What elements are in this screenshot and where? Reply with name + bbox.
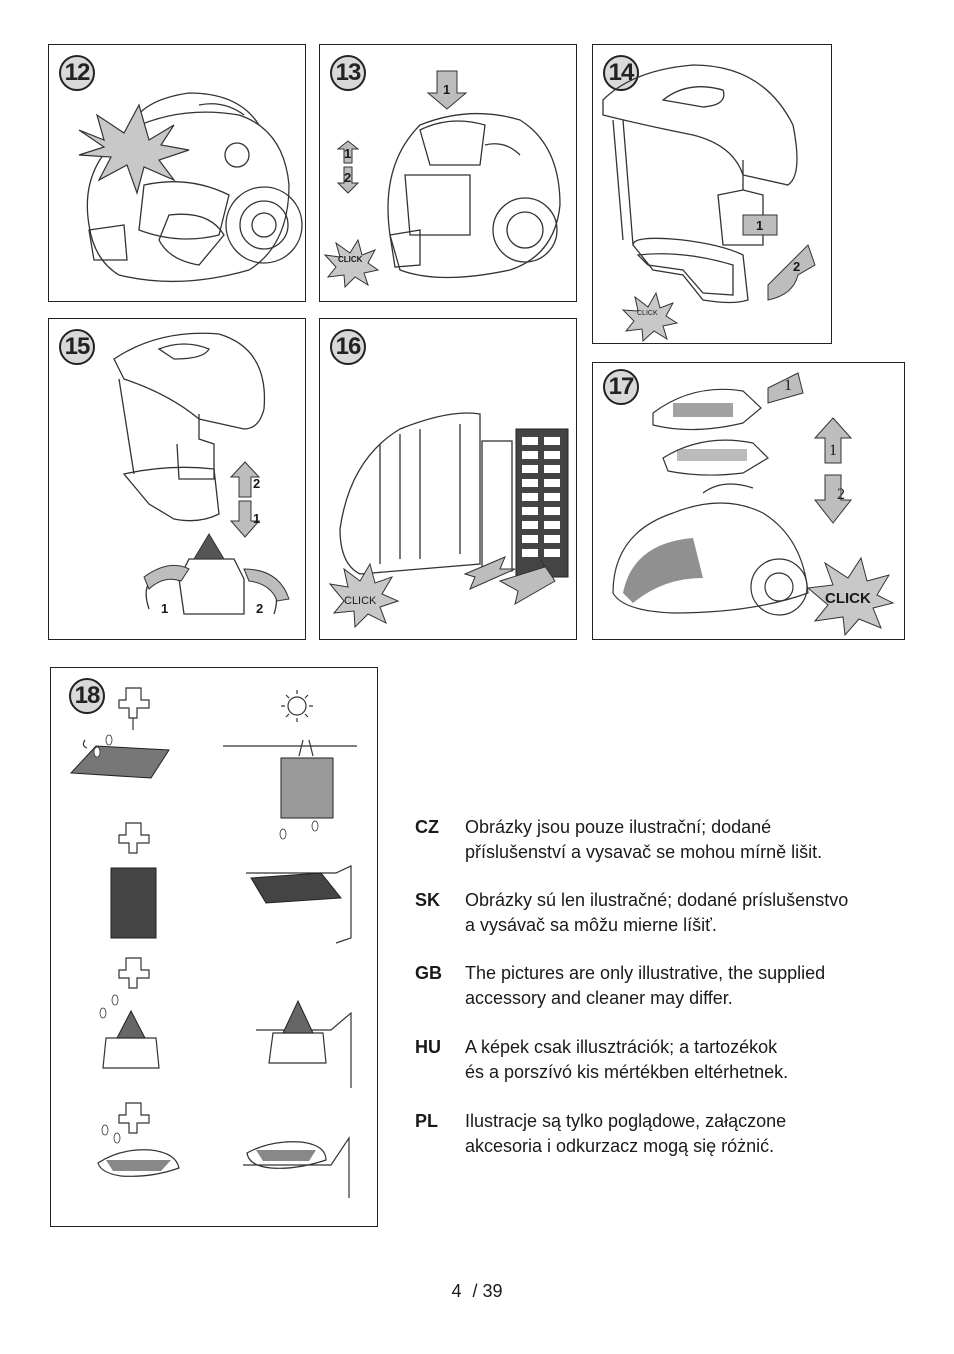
language-code: PL (415, 1111, 439, 1131)
step-17-label-up: 1 (829, 442, 837, 459)
step-18-badge: 18 (69, 678, 105, 714)
vacuum-remove-filter-illustration (602, 64, 816, 343)
note-line: és a porszívó kis mértékben eltérhetnek. (465, 1062, 789, 1082)
language-code: SK (415, 890, 441, 910)
page-current: 4 (451, 1281, 462, 1301)
vacuum-insert-container-illustration (323, 70, 561, 289)
step-14-panel: 14 1 2 CLICK (592, 44, 832, 344)
step-16-badge: 16 (330, 329, 366, 365)
language-code: GB (415, 963, 442, 983)
note-line: akcesoria i odkurzacz mogą się różnić. (465, 1136, 775, 1156)
step-13-click-label: CLICK (338, 255, 363, 264)
language-code: HU (415, 1037, 441, 1057)
step-18-panel: 18 (50, 667, 378, 1227)
step-14-badge: 14 (603, 55, 639, 91)
page-number: 4 / 39 (0, 1281, 954, 1302)
note-cz: CZ Obrázky jsou pouze ilustrační; dodané… (415, 815, 915, 867)
step-14-click-label: CLICK (637, 310, 658, 317)
page-total: 39 (482, 1281, 503, 1301)
step-16-panel: 16 CLICK (319, 318, 577, 640)
language-code: CZ (415, 817, 439, 837)
step-15-label-down: 1 (253, 511, 261, 526)
note-line: Ilustracje są tylko poglądowe, załączone (465, 1111, 787, 1131)
note-line: A képek csak illusztrációk; a tartozékok (465, 1037, 778, 1057)
note-line: Obrázky jsou pouze ilustrační; dodané (465, 817, 772, 837)
note-hu: HU A képek csak illusztrációk; a tartozé… (415, 1035, 915, 1087)
note-line: příslušenství a vysavač se mohou mírně l… (465, 842, 823, 862)
step-12-panel: 12 (48, 44, 306, 302)
step-15-label-up: 2 (253, 476, 261, 491)
note-text: Ilustracje są tylko poglądowe, załączone… (465, 1109, 915, 1159)
step-13-label-up: 1 (344, 146, 352, 161)
step-16-click-label: CLICK (344, 595, 377, 607)
vacuum-open-lid-illustration (78, 92, 303, 283)
step-17-label-1: 1 (784, 377, 792, 394)
step-17-panel: 17 1 1 2 CLICK (592, 362, 905, 640)
vacuum-exhaust-filter-illustration (612, 372, 895, 637)
note-line: a vysávač sa môžu mierne líšiť. (465, 915, 717, 935)
note-pl: PL Ilustracje są tylko poglądowe, załącz… (415, 1109, 915, 1161)
note-line: accessory and cleaner may differ. (465, 988, 733, 1008)
note-text: Obrázky sú len ilustračné; dodané príslu… (465, 888, 915, 938)
note-line: Obrázky sú len ilustračné; dodané príslu… (465, 890, 849, 910)
vacuum-cyclone-remove-illustration (113, 332, 290, 615)
note-text: The pictures are only illustrative, the … (465, 961, 915, 1011)
note-sk: SK Obrázky sú len ilustračné; dodané prí… (415, 888, 915, 940)
step-15-panel: 15 2 1 1 2 (48, 318, 306, 640)
step-14-label-2: 2 (793, 259, 801, 274)
step-13-panel: 13 1 1 2 CLICK (319, 44, 577, 302)
step-15-badge: 15 (59, 329, 95, 365)
note-text: Obrázky jsou pouze ilustrační; dodané př… (465, 815, 915, 865)
step-13-badge: 13 (330, 55, 366, 91)
step-14-label-1: 1 (756, 218, 764, 233)
note-line: The pictures are only illustrative, the … (465, 963, 826, 983)
step-12-badge: 12 (59, 55, 95, 91)
step-15-label-right: 2 (256, 601, 264, 616)
vacuum-hepa-filter-illustration (328, 412, 569, 629)
step-13-label-down: 2 (344, 170, 352, 185)
step-17-click-label: CLICK (825, 590, 871, 607)
step-15-label-left: 1 (161, 601, 169, 616)
step-17-label-down: 2 (837, 486, 845, 503)
note-text: A képek csak illusztrációk; a tartozékok… (465, 1035, 915, 1085)
step-17-badge: 17 (603, 369, 639, 405)
note-gb: GB The pictures are only illustrative, t… (415, 961, 915, 1013)
filter-cleaning-illustration (69, 687, 357, 1198)
step-13-label-1: 1 (443, 82, 451, 97)
page-separator: / (472, 1281, 478, 1301)
